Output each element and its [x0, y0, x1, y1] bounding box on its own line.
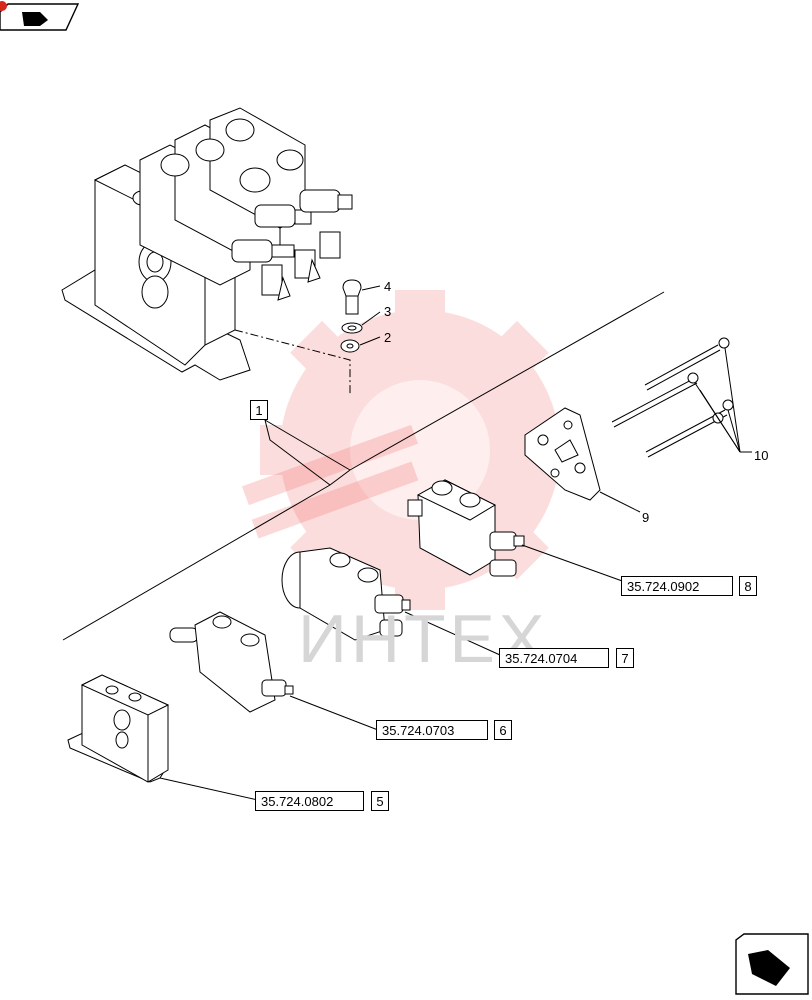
reference-item-7[interactable]: 7	[616, 648, 634, 668]
reference-item-8[interactable]: 8	[739, 576, 757, 596]
reference-code-5[interactable]: 35.724.0802	[255, 791, 364, 811]
fastener-parts	[340, 279, 363, 353]
bottom-nav-frame	[735, 933, 809, 995]
valve-section-8	[407, 479, 626, 583]
callout-9[interactable]: 9	[642, 510, 650, 525]
callout-leaders-top	[359, 285, 381, 346]
prev-page-arrow-icon[interactable]	[0, 0, 78, 30]
reference-code-6[interactable]: 35.724.0703	[376, 720, 488, 740]
callout-10[interactable]: 10	[754, 448, 769, 463]
callout-3[interactable]: 3	[384, 304, 392, 319]
assembly-guide-line	[234, 329, 351, 395]
divider-lines	[62, 291, 665, 641]
reference-item-6[interactable]: 6	[494, 720, 512, 740]
reference-code-8[interactable]: 35.724.0902	[621, 576, 733, 596]
valve-section-6	[169, 611, 379, 731]
callout-1[interactable]: 1	[250, 400, 268, 420]
reference-code-7[interactable]: 35.724.0704	[499, 648, 609, 668]
valve-section-7	[281, 547, 501, 656]
tie-rods	[611, 337, 752, 458]
main-valve-assembly	[61, 107, 353, 381]
callout-2[interactable]: 2	[384, 330, 392, 345]
callout-4[interactable]: 4	[384, 279, 392, 294]
mounting-plate	[524, 407, 641, 513]
next-page-arrow-icon[interactable]	[738, 930, 810, 992]
top-nav-frame	[0, 1, 80, 31]
reference-item-5[interactable]: 5	[371, 791, 389, 811]
end-section-5	[67, 674, 259, 801]
